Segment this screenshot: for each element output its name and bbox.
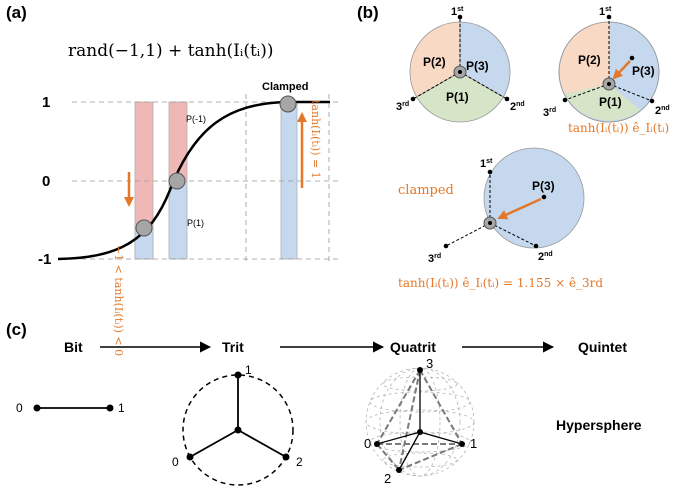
label-p2: P(2) [423,55,446,69]
y-tick-1: 1 [42,94,50,111]
title-trit: Trit [222,339,244,355]
label-2nd-shifted: 2nd [655,105,670,117]
quatrit-node-1: 1 [470,436,477,451]
annotation-right: tanh(Iᵢ(tᵢ)) = 1 [309,100,322,179]
label-1st-clamped: 1st [480,158,493,170]
label-p-plus1: P(1) [187,218,204,228]
panel-a: (a) rand(−1,1) + tanh(Iᵢ(tᵢ)) 1 0 -1 P(-… [6,3,340,356]
curve-point-clamped [279,95,297,113]
y-tick-minus1: -1 [38,251,51,268]
disk-clamped: P(3) 1st 2nd 3rd clamped tanh(Iᵢ(tᵢ)) ê_… [398,147,603,290]
disk-equal: P(2) P(3) P(1) 1st 2nd 3rd [396,6,525,123]
quatrit-diagram: 3 0 1 2 [364,356,477,486]
label-3rd: 3rd [396,101,409,113]
label-2nd: 2nd [510,101,525,113]
bit-diagram: 0 1 [16,401,125,415]
bar-clamped-blue [280,103,298,260]
hypersphere-label: Hypersphere [556,417,642,433]
curve-point-left [135,219,153,237]
label-3rd-clamped: 3rd [428,253,441,265]
sector-p3 [459,21,511,98]
panel-c: (c) Bit Trit Quatrit Quintet 0 1 1 0 [6,320,642,486]
quatrit-node-2: 2 [384,471,391,486]
trit-node-2: 2 [296,455,303,469]
label-p3-clamped: P(3) [532,179,555,193]
quatrit-node-3: 3 [426,356,433,371]
label-clamped: Clamped [262,81,308,93]
label-p-minus1: P(-1) [186,114,206,124]
title-quatrit: Quatrit [390,339,436,355]
sector-p2-shifted [559,22,609,94]
trit-node-1: 1 [245,363,252,377]
panel-a-label: (a) [6,3,27,22]
clamped-word: clamped [398,183,454,198]
bit-node-0: 0 [16,401,23,415]
quatrit-node-0: 0 [364,436,371,451]
trit-node-0: 0 [172,455,179,469]
vertex-3rd [410,96,416,102]
label-p3: P(3) [466,59,489,73]
sector-p1 [416,71,504,123]
disk-shifted: P(2) P(3) P(1) 1st 2nd 3rd tanh(Iᵢ(tᵢ)) … [543,6,670,135]
title-bit: Bit [64,339,83,355]
disk3-background [483,147,585,249]
label-p1-shifted: P(1) [599,95,622,109]
label-p1: P(1) [446,90,469,104]
curve-point-middle [168,172,186,190]
shift-arrow [612,60,631,80]
bit-node-1: 1 [118,401,125,415]
vertex-2nd [504,96,510,102]
label-3rd-shifted: 3rd [543,107,556,119]
y-tick-0: 0 [42,173,50,190]
grid-guides [72,94,340,262]
label-1st-shifted: 1st [599,6,612,18]
sector-p2 [409,21,461,98]
direction-label: tanh(Iᵢ(tᵢ)) ê_Iᵢ(tᵢ) [568,121,669,135]
clamp-arrow [497,197,542,220]
bar-middle-blue [168,181,188,260]
vertex-1st [457,14,463,20]
label-2nd-clamped: 2nd [538,251,553,263]
title-quintet: Quintet [578,339,627,355]
annotation-left: −1 < tanh(Iᵢ(tᵢ)) < 0 [112,245,125,356]
panel-a-formula: rand(−1,1) + tanh(Iᵢ(tᵢ)) [68,41,273,61]
panel-b: (b) P(2) P(3) P(1) 1st 2nd 3rd [357,3,670,290]
label-p3-shifted: P(3) [632,64,655,78]
label-1st: 1st [451,6,464,18]
label-p2-shifted: P(2) [578,53,601,67]
panel-c-label: (c) [6,320,27,339]
panel-b-label: (b) [357,3,379,22]
clamped-equation: tanh(Iᵢ(tᵢ)) ê_Iᵢ(tᵢ) = 1.155 × ê_3rd [398,276,603,290]
trit-diagram: 1 0 2 [172,363,303,486]
tanh-curve [57,100,330,261]
